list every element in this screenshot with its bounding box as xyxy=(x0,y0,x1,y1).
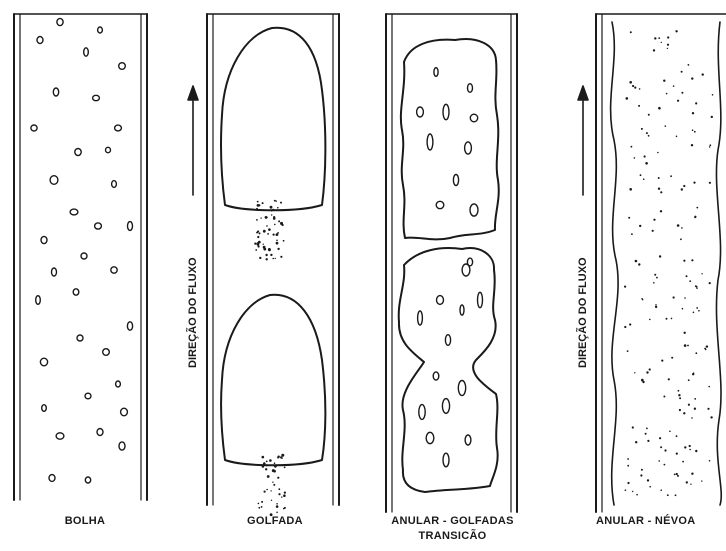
pipe-anular-nevoa xyxy=(596,14,726,512)
wake-droplets xyxy=(254,200,286,516)
caption-anular-golfadas: ANULAR - GOLFADAS xyxy=(365,515,540,527)
liquid-film-left xyxy=(611,22,619,505)
bubbles-anular-golfadas xyxy=(417,68,483,467)
liquid-film-right xyxy=(716,22,721,505)
mist-droplets xyxy=(624,30,713,496)
caption-transicao: TRANSICÃO xyxy=(365,530,540,542)
caption-golfada: GOLFADA xyxy=(225,515,325,527)
bubbles-bolha xyxy=(31,18,133,483)
caption-anular-nevoa: ANULAR - NÉVOA xyxy=(596,515,726,527)
churn-slug-upper xyxy=(401,39,499,239)
caption-bolha: BOLHA xyxy=(40,515,130,527)
pipe-golfada xyxy=(207,14,339,505)
arrow-up-icon xyxy=(188,86,198,195)
taylor-bubble-bottom xyxy=(221,295,325,465)
arrow-up-icon xyxy=(578,86,588,195)
flow-direction-label: DIREÇÃO DO FLUXO xyxy=(577,257,589,368)
taylor-bubble-top xyxy=(221,28,325,211)
flow-direction-label: DIREÇÃO DO FLUXO xyxy=(187,257,199,368)
